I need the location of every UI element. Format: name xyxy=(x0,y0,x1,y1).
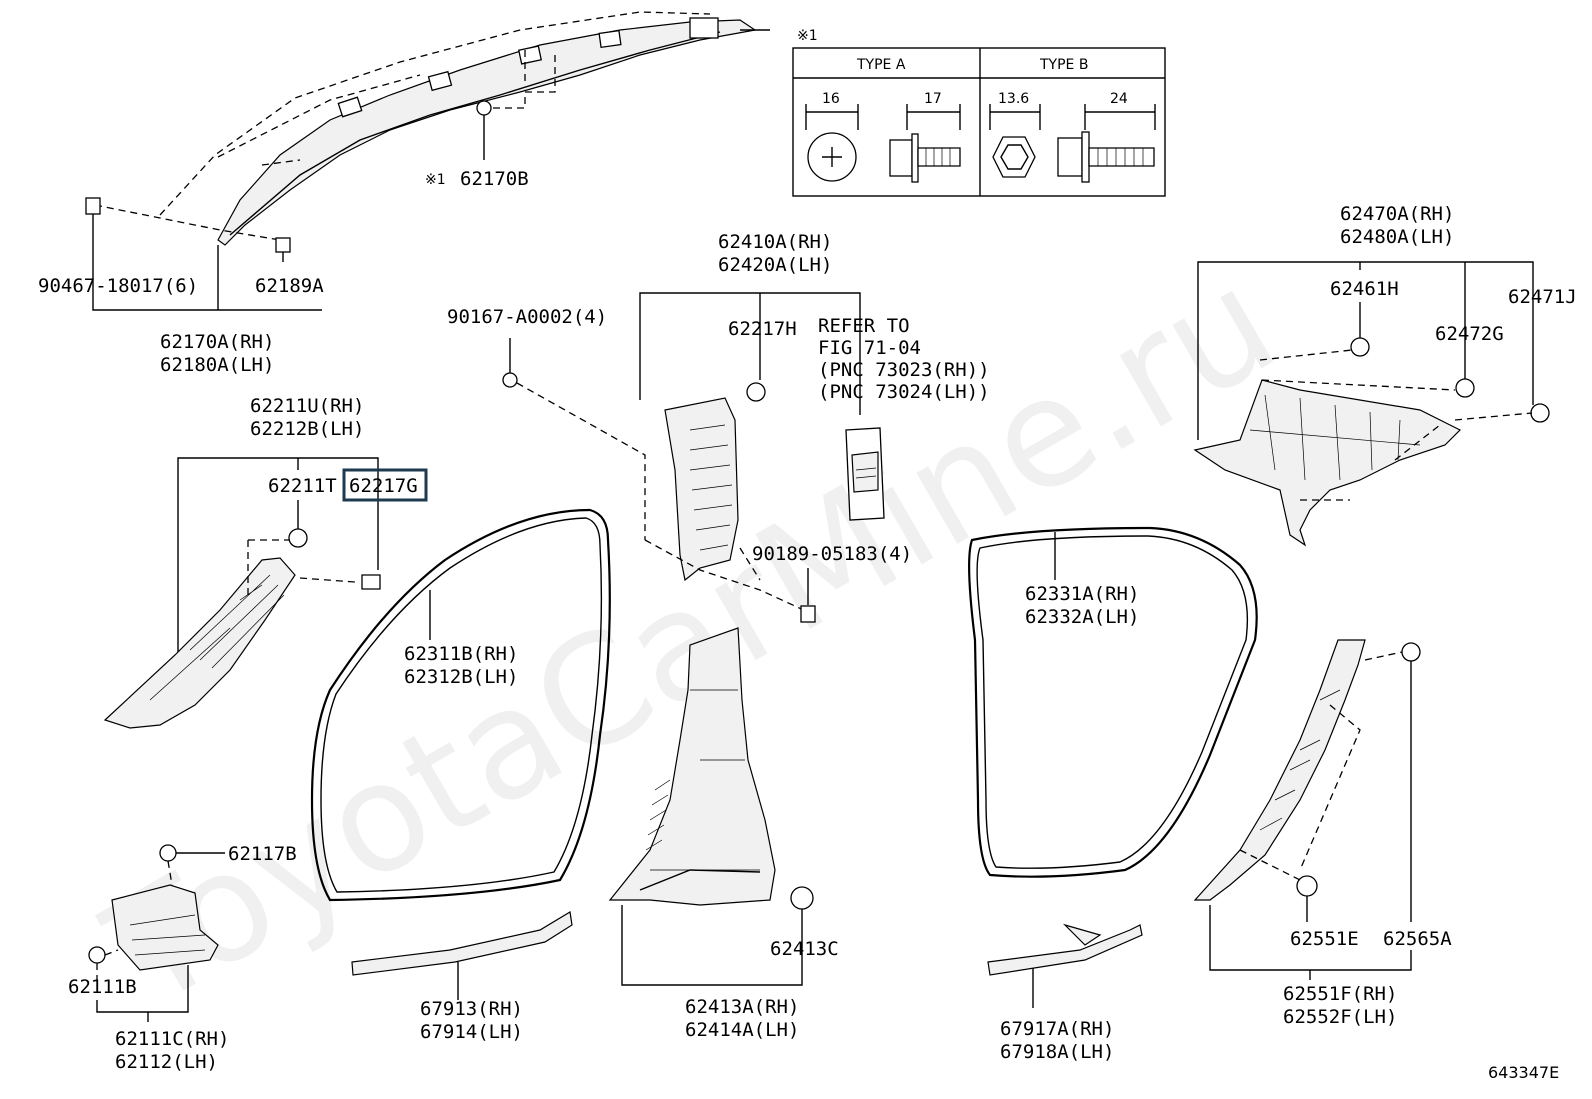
label-62420A: 62420A(LH) xyxy=(718,254,832,276)
type-b-hex-icon xyxy=(992,136,1036,178)
label-62565A: 62565A xyxy=(1383,928,1452,950)
seat-belt-anchor xyxy=(845,427,885,521)
label-62331A: 62331A(RH) xyxy=(1025,583,1139,605)
label-62211T: 62211T xyxy=(268,475,337,497)
curtain-airbag-assembly xyxy=(85,11,770,311)
label-62413C: 62413C xyxy=(770,938,839,960)
label-62180A: 62180A(LH) xyxy=(160,354,274,376)
label-62217G: 62217G xyxy=(349,475,418,497)
label-62117B: 62117B xyxy=(228,843,297,865)
rear-door-weatherstrip xyxy=(968,526,1258,878)
label-62111C: 62111C(RH) xyxy=(115,1028,229,1050)
label-62470A: 62470A(RH) xyxy=(1340,203,1454,225)
label-refer-1: REFER TO xyxy=(818,315,910,337)
label-62189A: 62189A xyxy=(255,275,324,297)
label-62413A: 62413A(RH) xyxy=(685,996,799,1018)
label-62112: 62112(LH) xyxy=(115,1051,218,1073)
label-62471J: 62471J xyxy=(1508,286,1577,308)
label-refer-4: (PNC 73024(LH)) xyxy=(818,381,990,403)
label-62111B: 62111B xyxy=(68,976,137,998)
cowl-side-trim xyxy=(88,844,225,980)
label-62212B: 62212B(LH) xyxy=(250,418,364,440)
label-refer-3: (PNC 73023(RH)) xyxy=(818,359,990,381)
front-door-weatherstrip xyxy=(310,508,611,902)
label-62170B: 62170B xyxy=(460,168,529,190)
label-67917A: 67917A(RH) xyxy=(1000,1018,1114,1040)
label-62217H: 62217H xyxy=(728,318,797,340)
dim-16: 16 xyxy=(822,91,840,107)
label-62461H: 62461H xyxy=(1330,278,1399,300)
center-pillar-upper-garnish xyxy=(644,382,809,613)
label-62472G: 62472G xyxy=(1435,323,1504,345)
label-90189-05183: 90189-05183(4) xyxy=(752,543,912,565)
label-67913: 67913(RH) xyxy=(420,998,523,1020)
rear-pillar-lower-garnish xyxy=(1193,639,1421,922)
label-62480A: 62480A(LH) xyxy=(1340,226,1454,248)
highlight-62217G xyxy=(342,468,428,502)
label-62311B: 62311B(RH) xyxy=(404,643,518,665)
label-62551F: 62551F(RH) xyxy=(1283,983,1397,1005)
dim-17: 17 xyxy=(924,91,942,107)
roof-side-inner-garnish xyxy=(1193,302,1550,547)
label-62551E: 62551E xyxy=(1290,928,1359,950)
label-62414A: 62414A(LH) xyxy=(685,1019,799,1041)
center-pillar-lower-garnish xyxy=(608,627,814,910)
label-62552F: 62552F(LH) xyxy=(1283,1006,1397,1028)
front-pillar-garnish xyxy=(103,500,381,729)
label-62332A: 62332A(LH) xyxy=(1025,606,1139,628)
type-b-header: TYPE B xyxy=(1039,57,1088,73)
label-67918A: 67918A(LH) xyxy=(1000,1041,1114,1063)
label-90167-A0002: 90167-A0002(4) xyxy=(447,306,607,328)
label-62410A: 62410A(RH) xyxy=(718,231,832,253)
front-door-scuff-plate xyxy=(351,911,573,976)
type-a-header: TYPE A xyxy=(856,57,906,73)
label-67914: 67914(LH) xyxy=(420,1021,523,1043)
note-mark: ※1 xyxy=(425,172,446,188)
table-note: ※1 xyxy=(797,28,818,44)
rear-door-scuff-plate xyxy=(987,923,1143,976)
label-62312B: 62312B(LH) xyxy=(404,666,518,688)
label-62211U: 62211U(RH) xyxy=(250,395,364,417)
dim-24: 24 xyxy=(1110,91,1128,107)
label-62170A: 62170A(RH) xyxy=(160,331,274,353)
label-90467-18017: 90467-18017(6) xyxy=(38,275,198,297)
label-refer-2: FIG 71-04 xyxy=(818,337,921,359)
fastener-type-table: ※1 TYPE A TYPE B 16 17 13.6 24 xyxy=(792,28,1166,197)
image-code: 643347E xyxy=(1488,1063,1559,1082)
dim-13-6: 13.6 xyxy=(998,91,1029,107)
